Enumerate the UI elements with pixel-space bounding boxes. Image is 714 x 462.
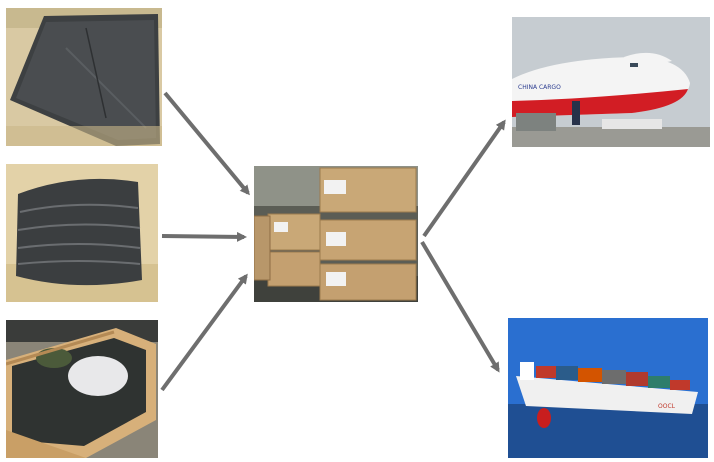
- arrow-boxed-to-crates: [160, 273, 248, 392]
- cargo-airplane-photo: CHINA CARGO: [512, 17, 710, 147]
- arrow-crates-to-airplane: [422, 119, 506, 238]
- folded-bladder-photo: [6, 164, 158, 302]
- arrow-flat-to-crates: [163, 91, 250, 196]
- svg-text:OOCL: OOCL: [658, 403, 676, 410]
- arrow-crates-to-ship: [420, 240, 500, 373]
- svg-text:CHINA CARGO: CHINA CARGO: [518, 84, 561, 91]
- bladder-in-wooden-crate-photo: [6, 320, 158, 458]
- container-ship-photo: OOCL: [508, 318, 708, 458]
- stacked-wooden-crates-photo: [254, 166, 418, 302]
- flat-bladder-sheet-photo: [6, 8, 162, 146]
- arrow-folded-to-crates: [161, 231, 247, 242]
